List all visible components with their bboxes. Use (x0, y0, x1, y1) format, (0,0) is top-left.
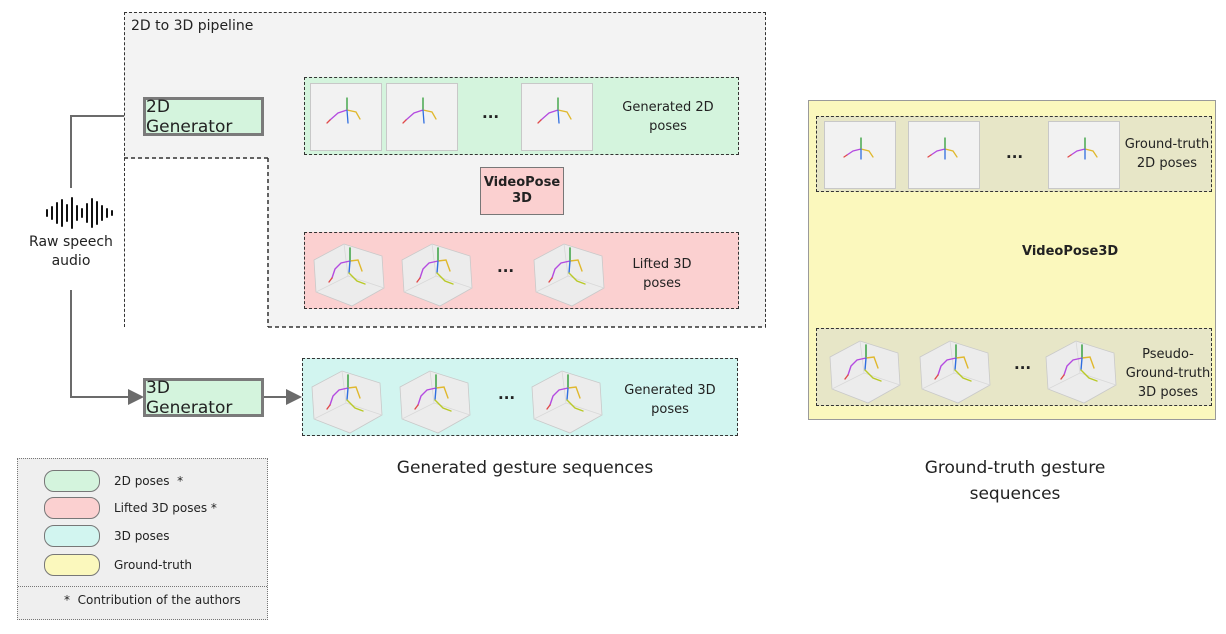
lifted-3d-label: Lifted 3D poses (632, 257, 692, 291)
pose-3d-gen-frame-2 (399, 370, 471, 434)
legend-swatch-lifted (44, 497, 100, 519)
pose-3d-gen-frame-1 (311, 370, 383, 434)
legend-label-3d: 3D poses (114, 529, 170, 543)
gt-3d-frame-2 (919, 340, 991, 404)
legend-item-gt: Ground-truth (44, 554, 192, 576)
gt-2d-frame-2 (908, 121, 980, 189)
gt-3d-frame-1 (829, 340, 901, 404)
pose-3d-gen-frame-3 (531, 370, 603, 434)
pose-3d-frame-1 (313, 243, 385, 307)
generated-2d-label: Generated 2D poses (622, 100, 714, 134)
pose-2d-frame-2 (386, 83, 458, 151)
generated-3d-ellipsis: ... (498, 385, 516, 403)
legend-swatch-3d (44, 525, 100, 547)
legend-divider (18, 586, 267, 587)
legend-item-lifted: Lifted 3D poses * (44, 497, 217, 519)
gt-3d-ellipsis: ... (1014, 355, 1032, 373)
legend-item-3d: 3D poses (44, 525, 170, 547)
lifted-3d-ellipsis: ... (497, 258, 515, 276)
2d-generator-box: 2D Generator (143, 97, 264, 137)
gt-2d-ellipsis: ... (1006, 144, 1024, 162)
3d-generator-box: 3D Generator (143, 378, 264, 418)
gt-2d-label: Ground-truth 2D poses (1124, 137, 1210, 171)
pose-3d-frame-2 (401, 243, 473, 307)
raw-speech-label: Raw speech audio (29, 234, 113, 269)
legend-label-lifted: Lifted 3D poses * (114, 501, 217, 515)
pose-3d-frame-3 (533, 243, 605, 307)
gt-2d-frame-1 (824, 121, 896, 189)
legend-label-gt: Ground-truth (114, 558, 193, 572)
pose-2d-frame-3 (521, 83, 593, 151)
gt-videopose-label: VideoPose3D (1022, 244, 1119, 259)
legend-label-2d: 2D poses * (114, 474, 184, 488)
generated-caption: Generated gesture sequences (396, 458, 654, 478)
arrow-audio-to-3d-generator (70, 290, 144, 405)
waveform-icon (46, 197, 113, 229)
pipeline-title: 2D to 3D pipeline (131, 18, 254, 34)
ground-truth-caption: Ground-truth gesture sequences (924, 458, 1106, 504)
pseudo-gt-label: Pseudo- Ground-truth 3D poses (1125, 347, 1211, 400)
pose-2d-frame-1 (310, 83, 382, 151)
legend-footnote: * Contribution of the authors (64, 593, 241, 607)
legend-item-2d: 2D poses * (44, 470, 183, 492)
gt-2d-frame-3 (1048, 121, 1120, 189)
legend-swatch-2d (44, 470, 100, 492)
gt-3d-frame-3 (1045, 340, 1117, 404)
generated-3d-label: Generated 3D poses (624, 383, 716, 417)
arrow-audio-to-2d-generator (70, 108, 144, 188)
legend-swatch-gt (44, 554, 100, 576)
generated-2d-ellipsis: ... (482, 104, 500, 122)
